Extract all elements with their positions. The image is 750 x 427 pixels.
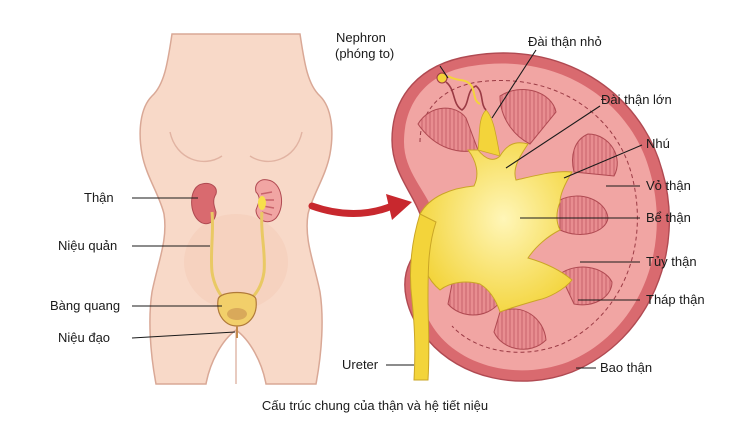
label-nephron-line1: Nephron [336,30,386,45]
label-nephron-line2: (phóng to) [335,46,394,61]
nephron-enlarged [436,72,487,111]
label-capsule: Bao thận [600,360,652,375]
pyramid-bottom [493,308,547,350]
figure-caption: Cấu trúc chung của thận và hệ tiết niệu [262,398,488,413]
label-kidney: Thận [84,190,114,205]
body-leader-lines [131,197,236,339]
left-kidney-small [191,183,217,225]
right-ureter-small [248,211,266,302]
torso-illustration [139,33,333,385]
pyramid-top [499,88,557,145]
label-urethra: Niệu đạo [58,330,110,345]
magnify-arrow [308,194,412,220]
torso-contour-left [169,131,223,163]
left-ureter-small [209,211,226,301]
label-pyramid: Tháp thận [646,292,705,307]
label-ureter: Niệu quản [58,238,117,253]
bladder-inner [227,308,247,320]
label-ureter-en: Ureter [342,357,379,372]
corticomedullary-line [451,80,638,353]
renal-pyramids [417,88,618,350]
pyramid-lower-right [559,266,613,306]
label-major-calyx: Đài thận lớn [601,92,672,107]
pyramid-top-left [417,107,479,152]
ureter-large [409,213,437,381]
corticomedullary-line-top [419,81,479,143]
torso-contour-right [249,131,303,163]
kidney-cross-section [391,52,670,382]
right-kidney-small [255,179,283,223]
label-papilla: Nhú [646,136,670,151]
kidney-leader-lines [386,49,643,369]
label-bladder: Bàng quang [50,298,120,313]
label-cortex: Vỏ thận [646,178,691,193]
renal-pelvis [419,142,573,313]
pyramid-upper-right [572,133,618,177]
label-minor-calyx: Đài thận nhỏ [528,34,602,49]
label-medulla: Tủy thận [646,254,697,269]
label-pelvis: Bể thận [646,210,691,225]
minor-calyx-neck [477,109,501,157]
